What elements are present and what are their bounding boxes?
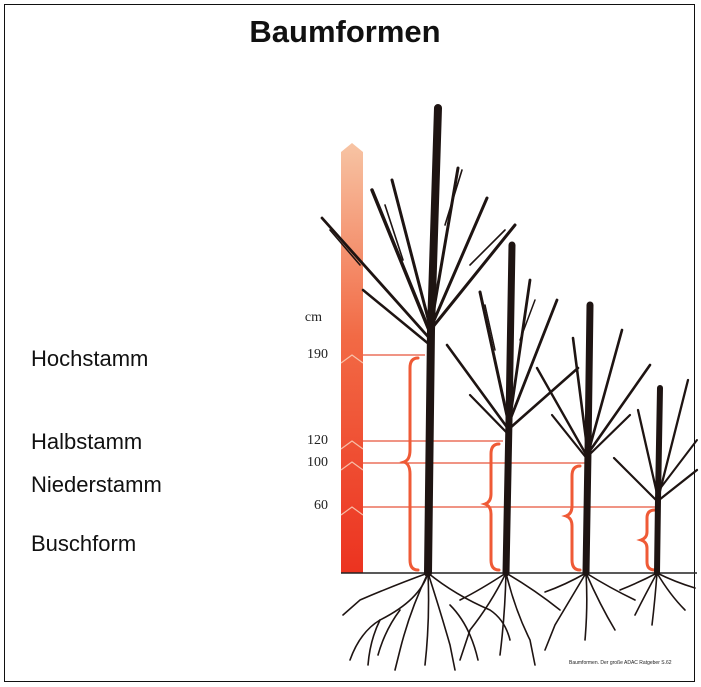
tree-halbstamm — [447, 245, 578, 573]
tree-niederstamm — [537, 305, 650, 573]
roots — [343, 573, 695, 670]
source-caption: Baumformen. Der große ADAC Ratgeber S.62 — [569, 660, 672, 666]
brace-buschform — [641, 510, 655, 570]
braces — [404, 358, 655, 570]
height-arrow — [341, 143, 363, 573]
brace-niederstamm — [566, 466, 580, 570]
tree-buschform — [614, 380, 697, 573]
brace-hochstamm — [404, 358, 418, 570]
